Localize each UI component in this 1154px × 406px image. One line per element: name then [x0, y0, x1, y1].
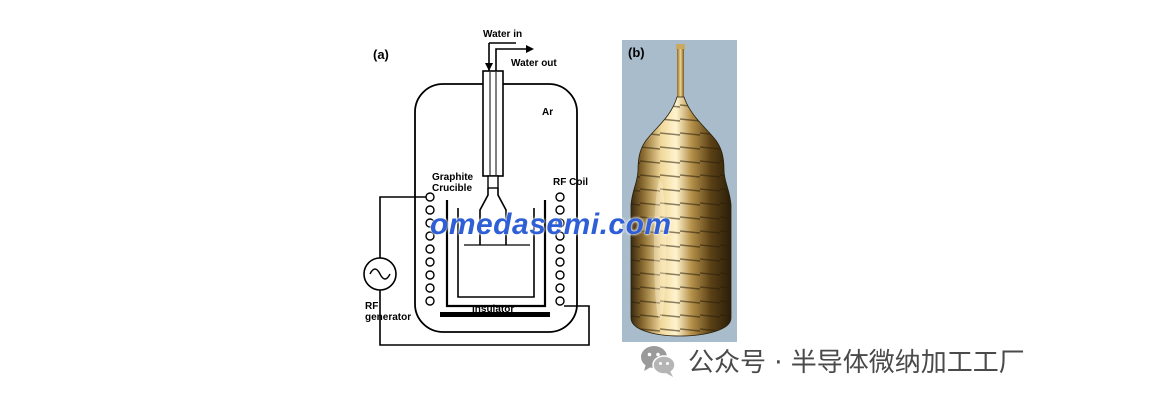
panel-b-photo: (b)	[622, 40, 737, 342]
rf-coil-label: RF Coil	[553, 177, 588, 188]
crucible-label-line1: Graphite	[432, 172, 474, 183]
wire-top	[379, 196, 426, 258]
water-in-arrow-icon	[485, 63, 493, 71]
crucible-label-line2: Crucible	[432, 183, 472, 194]
panel-a-diagram: (a) Ar Water in Water out Graphite Cruci…	[363, 29, 590, 346]
rf-circuit	[379, 196, 590, 346]
footer-attribution: 公众号 · 半导体微纳加工工厂	[638, 340, 1025, 380]
panel-a-label: (a)	[373, 47, 389, 62]
footer-text: 公众号 · 半导体微纳加工工厂	[688, 347, 1025, 378]
generator-label-line1: RF	[365, 301, 378, 312]
inner-crucible	[457, 208, 535, 298]
generator-label-line2: generator	[365, 312, 411, 323]
seed-stem	[677, 49, 684, 97]
seed-cap	[676, 44, 685, 50]
insulator-bar	[440, 312, 550, 317]
wire-bottom	[379, 290, 590, 346]
crystal-outline	[479, 188, 507, 245]
rf-coil-right	[555, 192, 565, 306]
seed-holder	[487, 175, 499, 189]
panel-b-label: (b)	[628, 45, 645, 60]
ar-label: Ar	[542, 107, 553, 118]
graphite-crucible	[445, 200, 547, 308]
watermark-text: omedasemi.com	[430, 208, 672, 241]
ingot-highlight	[654, 180, 666, 320]
pulling-shaft	[482, 70, 504, 177]
insulator-label: Insulator	[472, 304, 514, 315]
water-out-label: Water out	[511, 58, 557, 69]
water-in-label: Water in	[483, 29, 522, 40]
rf-coil-left	[425, 192, 435, 306]
water-out-line	[495, 48, 526, 71]
growth-bands	[631, 97, 731, 336]
water-out-arrow-icon	[526, 45, 534, 53]
sine-wave-icon	[369, 268, 391, 280]
wechat-icon	[641, 346, 676, 377]
